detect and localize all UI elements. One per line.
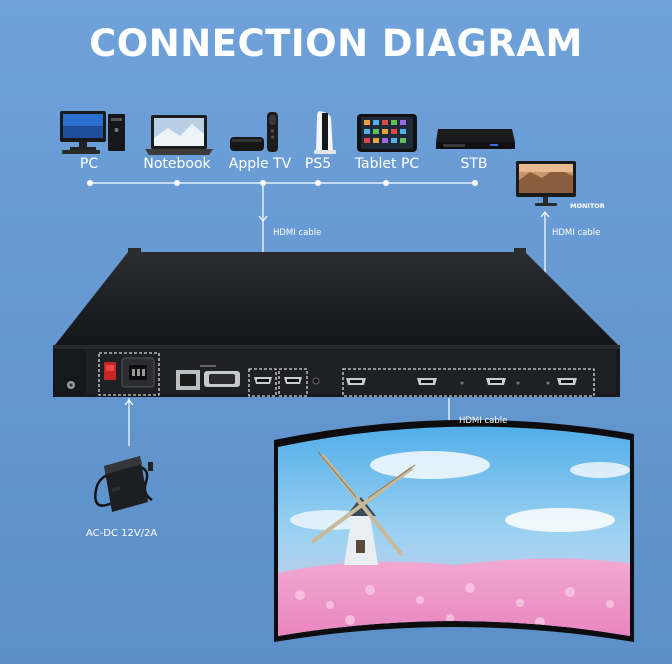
monitor-icon xyxy=(516,161,576,206)
ps5-icon xyxy=(314,111,336,154)
power-adapter-label: AC-DC 12V/2A xyxy=(86,528,158,539)
page-title: CONNECTION DIAGRAM xyxy=(89,22,583,65)
stb-icon xyxy=(436,129,515,149)
source-label-pc: PC xyxy=(79,156,99,172)
hdmi-output-ports xyxy=(342,368,595,397)
notebook-icon xyxy=(145,115,213,155)
power-inlet xyxy=(67,352,160,396)
network-ports xyxy=(176,365,240,390)
source-label-apple-tv: Apple TV xyxy=(228,156,292,172)
tablet-pc-icon xyxy=(357,114,417,152)
apple-tv-icon xyxy=(230,112,278,152)
source-label-tablet-pc: Tablet PC xyxy=(354,156,420,172)
source-label-ps5: PS5 xyxy=(304,156,332,172)
power-cable-line xyxy=(124,398,134,446)
monitor-cable-label: HDMI cable xyxy=(552,228,601,238)
source-label-stb: STB xyxy=(460,156,488,172)
hdmi-input-ports xyxy=(248,368,277,397)
curved-display xyxy=(274,419,634,642)
input-cable-label: HDMI cable xyxy=(273,228,322,238)
pc-icon xyxy=(60,111,125,154)
hdmi-loop-port xyxy=(278,368,320,397)
video-wall-controller xyxy=(53,248,620,397)
source-label-notebook: Notebook xyxy=(143,156,211,172)
power-adapter-icon xyxy=(94,456,153,512)
output-cable-label: HDMI cable xyxy=(459,416,508,426)
monitor-label: MONITOR xyxy=(570,202,605,210)
bus-nodes xyxy=(87,180,478,186)
